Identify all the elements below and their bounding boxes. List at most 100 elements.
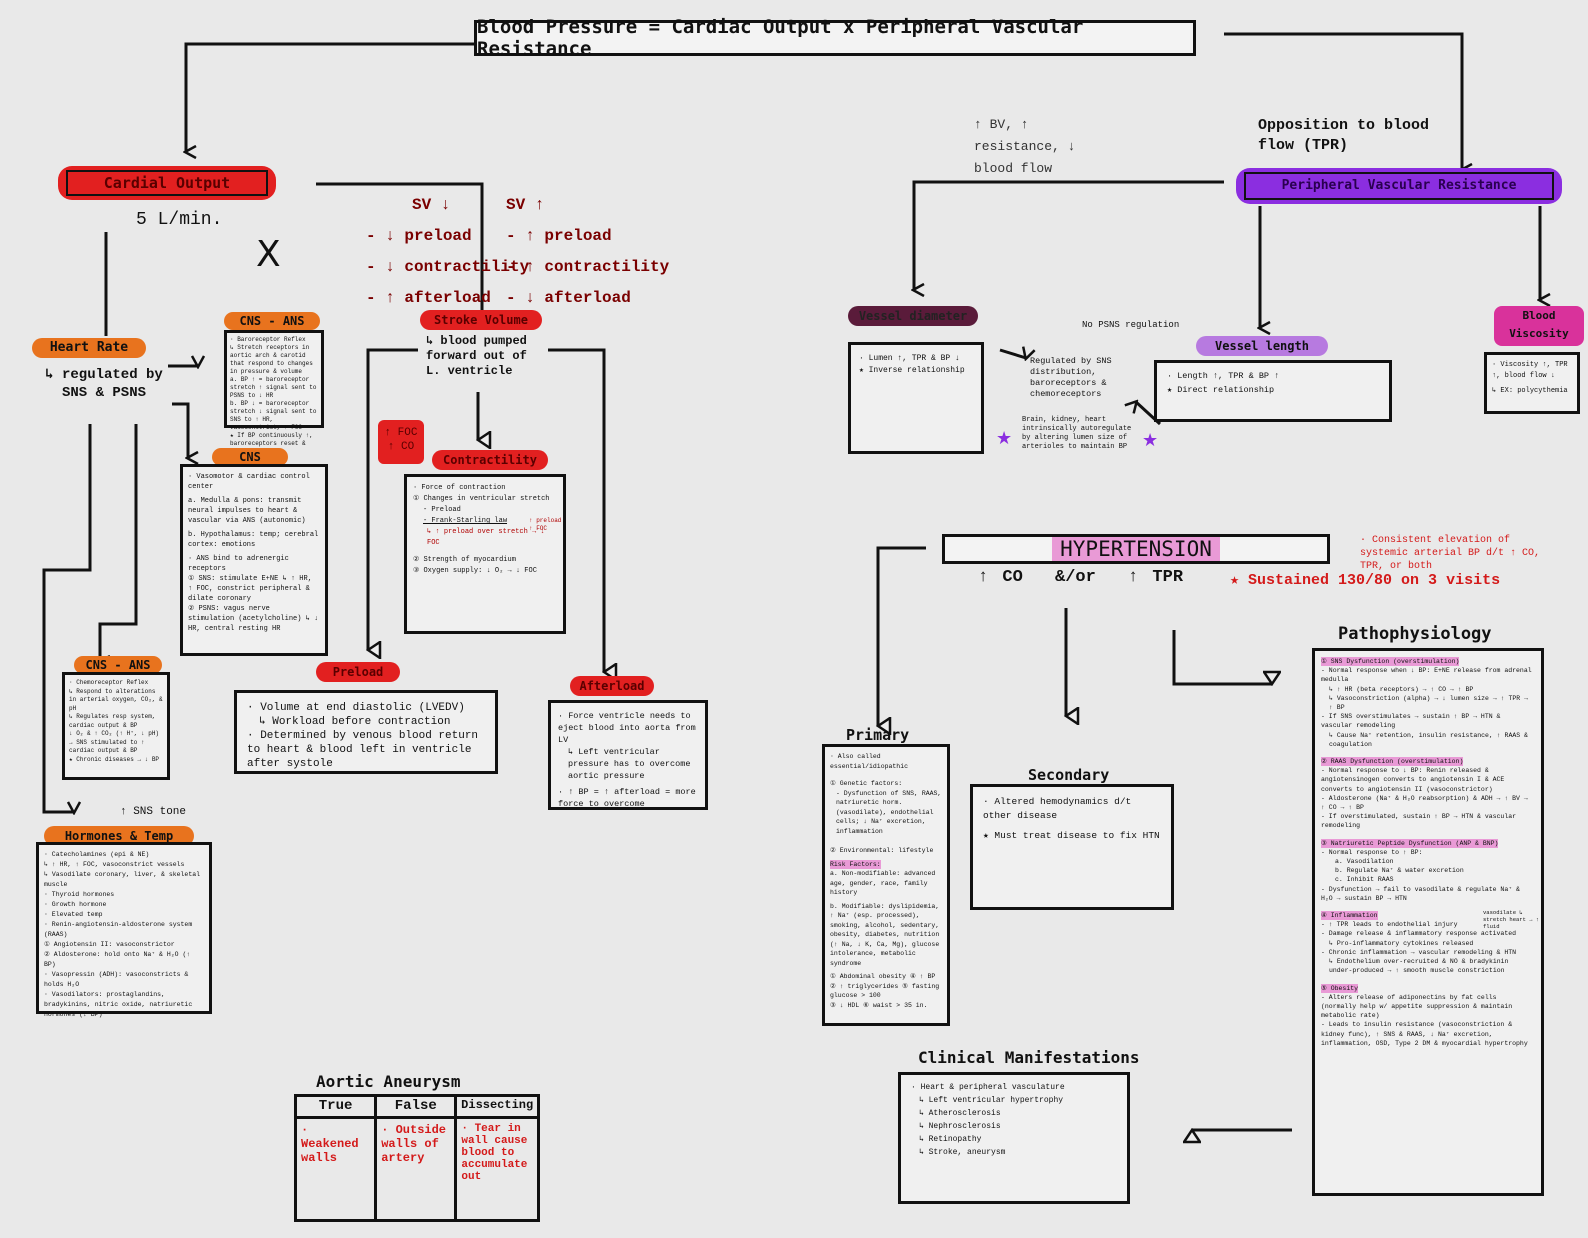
patho-item: b. Regulate Na⁺ & water excretion (1335, 867, 1464, 875)
hormones-item: · Thyroid hormones (44, 891, 115, 898)
sv-increase-list: SV ↑ - ↑ preload - ↑ contractility - ↓ a… (506, 190, 669, 314)
line-co-to-sv (316, 182, 484, 316)
page-title: Blood Pressure = Cardiac Output x Periph… (474, 16, 1196, 60)
aortic-header-dissecting: Dissecting (454, 1094, 540, 1119)
arrow-htn-to-primary (878, 546, 926, 726)
cns-ans-bottom-box: · Chemoreceptor Reflex ↳ Respond to alte… (62, 672, 170, 780)
primary-item: ② Environmental: lifestyle (830, 847, 934, 854)
cns-ans-top-box: · Baroreceptor Reflex ↳ Stretch receptor… (224, 330, 324, 455)
sv-decrease-item: - ↓ preload (366, 227, 472, 245)
clinical-item: ↳ Atherosclerosis (919, 1109, 1001, 1118)
cns-ans-top-item: b. BP ↓ = baroreceptor stretch ↓ signal … (230, 400, 317, 431)
vessel-diameter-box: · Lumen ↑, TPR & BP ↓ ★ Inverse relation… (848, 342, 984, 454)
hypertension-formula: ↑ CO &/or ↑ TPR (978, 568, 1183, 587)
secondary-header: Secondary (1028, 766, 1110, 784)
contractility-item: ③ Oxygen supply: ↓ O₂ → ↓ FOC (413, 567, 537, 575)
formula-andor: &/or (1055, 568, 1096, 587)
sustained-criteria: ★ Sustained 130/80 on 3 visits (1230, 572, 1501, 589)
cns-ans-bottom-item: ↳ Respond to alterations in arterial oxy… (69, 687, 163, 712)
cardiac-output-label: Cardial Output (66, 170, 268, 196)
hormones-item: ② Aldosterone: hold onto Na⁺ & H₂O (↑ BP… (44, 951, 191, 968)
cns-item: · ANS bind to adrenergic receptors (188, 555, 289, 573)
preload-item: ↳ Workload before contraction (259, 716, 451, 728)
cns-ans-bottom-header: CNS - ANS (74, 656, 162, 674)
secondary-item: · Altered hemodynamics d/t other disease (983, 796, 1132, 821)
primary-item: a. Non-modifiable: advanced age, gender,… (830, 870, 936, 896)
stroke-volume-header: Stroke Volume (420, 310, 542, 330)
hormones-header: Hormones & Temp (44, 826, 194, 846)
contractility-item: ② Strength of myocardium (413, 556, 516, 564)
blood-viscosity-box: · Viscosity ↑, TPR ↑, blood flow ↓ ↳ EX:… (1484, 352, 1580, 414)
hypertension-header: HYPERTENSION (942, 534, 1330, 564)
blood-viscosity-header: Blood Viscosity (1494, 306, 1584, 346)
patho-item: - If SNS overstimulates → sustain ↑ BP →… (1321, 713, 1501, 730)
hormones-box: · Catecholamines (epi & NE) ↳ ↑ HR, ↑ FO… (36, 842, 212, 1018)
stroke-volume-desc: ↳ blood pumped forward out of L. ventric… (426, 334, 527, 378)
secondary-item: ★ Must treat disease to fix HTN (983, 830, 1160, 841)
cns-item: ① SNS: stimulate E+NE ↳ ↑ HR, ↑ FOC, con… (188, 575, 312, 603)
hormones-item: · Elevated temp (44, 911, 103, 918)
clinical-item: ↳ Nephrosclerosis (919, 1122, 1001, 1131)
vessel-diameter-item: · Lumen ↑, TPR & BP ↓ (859, 354, 960, 363)
arrow-sv-to-afterload (548, 348, 604, 672)
vessel-length-header: Vessel length (1196, 336, 1328, 356)
heart-rate-note: ↳ regulated by SNS & PSNS (45, 367, 163, 401)
no-psns-note: No PSNS regulation (1082, 320, 1180, 330)
patho-item: - Normal response to ↓ BP: Renin release… (1321, 767, 1505, 793)
arrow-hr-to-cns (172, 402, 188, 458)
arrow-htn-to-patho (1172, 630, 1272, 684)
contractility-annotation: ↑ preload ↑ FOC (529, 517, 562, 532)
afterload-box: · Force ventricle needs to eject blood i… (548, 700, 708, 810)
aortic-cell-false: · Outside walls of artery (374, 1116, 458, 1222)
primary-item: · Also called essential/idiopathic (830, 753, 909, 770)
brain-autoregulation-note: Brain, kidney, heart intrinsically autor… (1022, 416, 1132, 451)
arrow-hr-to-cnsans-bottom (100, 424, 138, 662)
primary-box: · Also called essential/idiopathic ① Gen… (822, 744, 950, 1026)
cns-item: ② PSNS: vagus nerve stimulation (acetylc… (188, 605, 319, 633)
star-icon: ★ (1142, 430, 1159, 451)
patho-item: - ↑ TPR leads to endothelial injury (1321, 921, 1458, 929)
hormones-item: · Growth hormone (44, 901, 107, 908)
cns-ans-bottom-item: · Chemoreceptor Reflex (69, 679, 149, 686)
formula-co: ↑ CO (978, 568, 1023, 587)
patho-item: - Aldosterone (Na⁺ & H₂O reabsorption) &… (1321, 794, 1528, 812)
cardiac-output-value: 5 L/min. (136, 210, 223, 230)
contractility-item: ① Changes in ventricular stretch (413, 495, 550, 503)
afterload-item: ↳ Left ventricular pressure has to overc… (568, 747, 691, 781)
primary-item: ③ ↓ HDL ⑥ waist > 35 in. (830, 1001, 928, 1009)
patho-item: ↳ Cause Na⁺ retention, insulin resistanc… (1329, 731, 1528, 748)
patho-item: ↳ Vasoconstriction (alpha) → ↓ lumen siz… (1329, 694, 1528, 712)
regulated-note: Regulated by SNS distribution, barorecep… (1030, 356, 1112, 399)
vessel-length-box: · Length ↑, TPR & BP ↑ ★ Direct relation… (1154, 360, 1392, 422)
heart-rate-header: Heart Rate (32, 338, 146, 358)
table-row: True False Dissecting (293, 1094, 540, 1119)
pvr-label: Peripheral Vascular Resistance (1244, 172, 1554, 200)
vessel-length-item: · Length ↑, TPR & BP ↑ (1167, 371, 1280, 381)
cns-ans-bottom-item: ↳ Regulates resp system, cardiac output … (69, 713, 156, 729)
cns-item: · Vasomotor & cardiac control center (188, 473, 310, 491)
clinical-item: · Heart & peripheral vasculature (911, 1083, 1065, 1092)
cardiac-output-header: Cardial Output (58, 166, 276, 200)
star-icon: ★ (996, 428, 1013, 449)
patho-item: - Normal response to ↑ BP: (1321, 848, 1423, 856)
patho-item: ↳ Endothelium over-recruited & NO & brad… (1329, 958, 1509, 975)
patho-item: ④ Inflammation (1321, 911, 1378, 921)
sv-decrease-item: - ↑ afterload (366, 289, 491, 307)
arrow-pvr-to-diameter (914, 180, 1224, 290)
patho-item: ① SNS Dysfunction (overstimulation) (1321, 657, 1460, 667)
cns-ans-top-item: · Baroreceptor Reflex (230, 336, 306, 343)
clinical-item: ↳ Stroke, aneurysm (919, 1148, 1006, 1157)
patho-item: - Damage release & inflammatory response… (1321, 930, 1517, 938)
afterload-item: · ↑ BP = ↑ afterload = more force to ove… (558, 787, 696, 809)
hormones-item: ① Angiotensin II: vasoconstrictor (44, 941, 175, 948)
primary-header: Primary (846, 726, 910, 744)
hormones-item: · Renin-angiotensin-aldosterone system (… (44, 921, 193, 938)
patho-item: ⑤ Obesity (1321, 983, 1359, 993)
sv-decrease-title: SV ↓ (412, 196, 451, 214)
patho-item: - Alters release of adiponectins by fat … (1321, 993, 1513, 1020)
cns-item: a. Medulla & pons: transmit neural impul… (188, 497, 306, 525)
aortic-cell-true: · Weakened walls (293, 1116, 378, 1222)
primary-item: ① Abdominal obesity ④ ↑ BP (830, 973, 936, 980)
blood-viscosity-item: ↳ EX: polycythemia (1492, 387, 1568, 395)
